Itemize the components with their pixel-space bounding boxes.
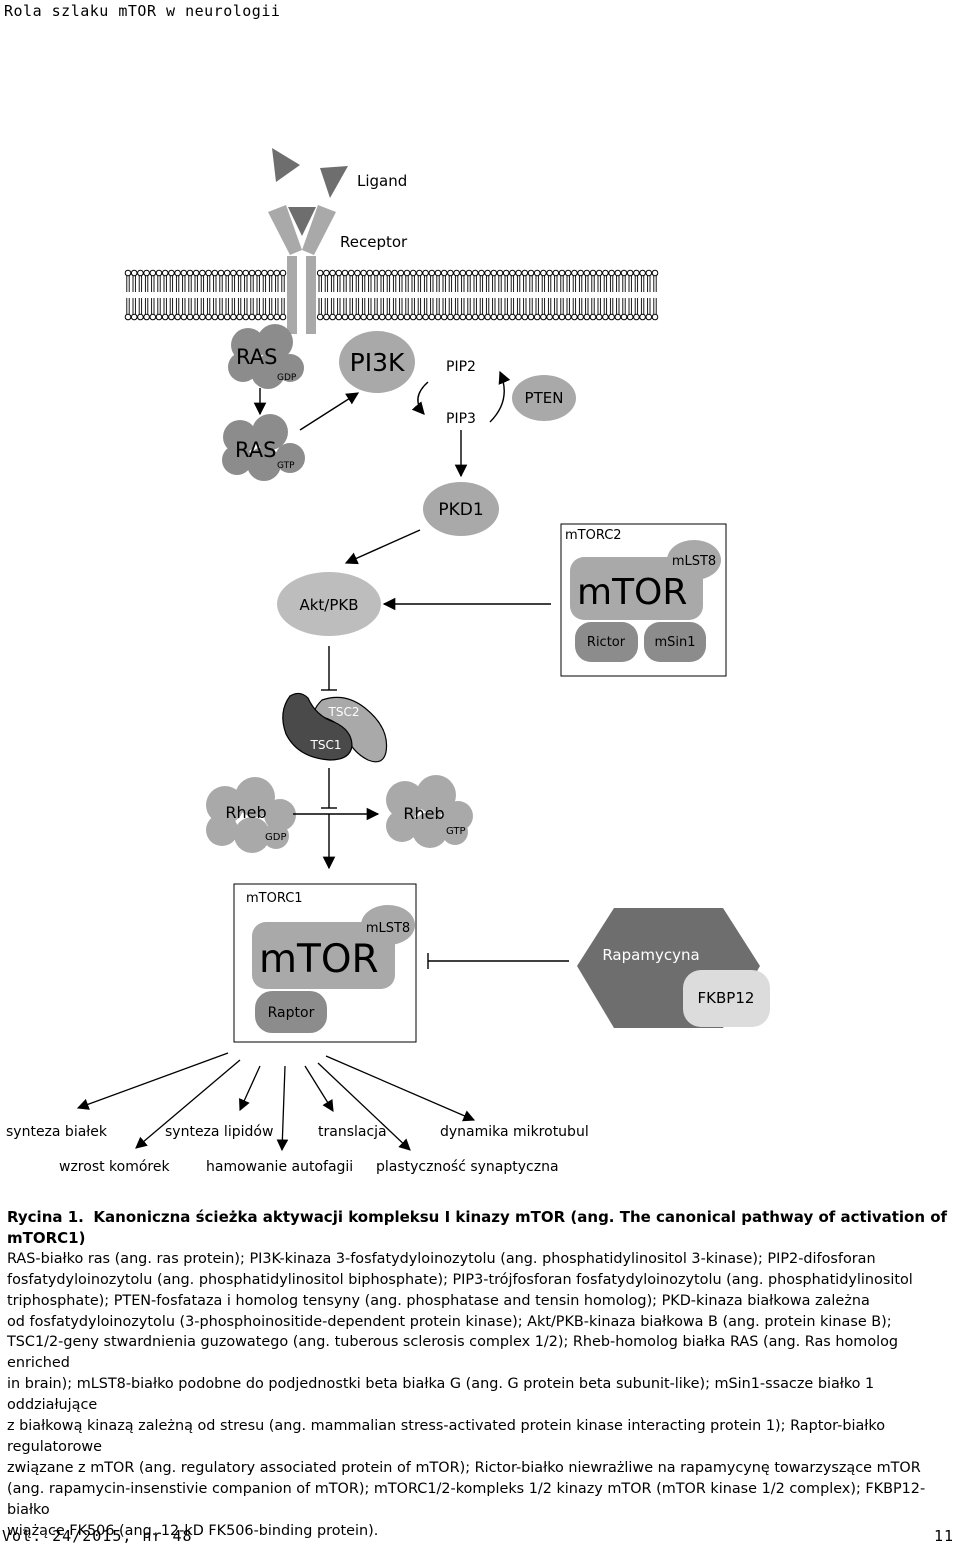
caption-line: z białkową kinazą zależną od stresu (ang…: [7, 1418, 886, 1455]
mtorc1-complex-box: [233, 883, 417, 1043]
gtp-label-rheb: GTP: [446, 826, 466, 837]
receptor-label: Receptor: [340, 233, 408, 251]
rheb-gdp-blob: [206, 777, 296, 853]
ras-label-top: RAS: [236, 345, 277, 369]
mtorc1-label: mTORC1: [246, 891, 303, 906]
arrow-to-wzrost-komorek: [135, 1059, 241, 1149]
caption-line: (ang. rapamycin-insenstivie companion of…: [7, 1480, 926, 1518]
pkd1-node: [423, 482, 499, 536]
pten-label: PTEN: [525, 389, 564, 407]
mtorc2-complex-box: [560, 523, 727, 677]
arrow-to-translacja: [304, 1065, 334, 1112]
pi3k-label: PI3K: [350, 348, 405, 377]
arrow-to-plastycznosc: [317, 1062, 411, 1151]
arrow-to-dynamika-mikrotubul: [325, 1055, 476, 1122]
caption-line: RAS-białko ras (ang. ras protein); PI3K-…: [7, 1250, 876, 1267]
caption-label: Rycina 1.: [7, 1208, 84, 1226]
caption-line: TSC1/2-geny stwardnienia guzowatego (ang…: [7, 1334, 899, 1372]
cell-membrane: [124, 269, 659, 321]
pip3-label: PIP3: [446, 411, 476, 427]
mtorc1-mtor-label: mTOR: [259, 937, 379, 982]
fkbp12-node: [683, 970, 770, 1027]
footer-page-number: 11: [933, 1527, 954, 1545]
tsc1-shape: [282, 692, 353, 761]
pip2-label: PIP2: [446, 359, 476, 375]
rapamycyna-label: Rapamycyna: [602, 946, 699, 964]
raptor-node: [255, 991, 327, 1033]
output-dynamika-mikrotubul: dynamika mikrotubul: [440, 1124, 589, 1140]
caption-line: związane z mTOR (ang. regulatory associa…: [7, 1459, 921, 1476]
mtorc2-mtor-block: [570, 557, 703, 620]
arrow-to-synteza-lipidow: [239, 1065, 261, 1112]
rictor-node: [575, 622, 638, 662]
ligand-label: Ligand: [357, 172, 407, 190]
arrow-ras-to-pi3k: [299, 392, 360, 431]
rictor-label: Rictor: [587, 635, 626, 650]
gdp-label-top: GDP: [277, 373, 297, 383]
mtorc1-mlst8-node: [361, 905, 415, 945]
tsc1-label: TSC1: [310, 738, 342, 752]
mtorc2-label: mTORC2: [565, 528, 622, 543]
msin1-node: [644, 622, 706, 662]
arrow-to-synteza-bialek: [76, 1052, 229, 1110]
mtorc2-mtor-label: mTOR: [577, 572, 687, 613]
arrow-pkd1-to-akt: [344, 529, 421, 565]
rheb-gtp-blob: [386, 775, 473, 848]
output-plastycznosc-synaptyczna: plastyczność synaptyczna: [376, 1159, 559, 1175]
rheb-label-right: Rheb: [403, 804, 444, 823]
raptor-label: Raptor: [268, 1005, 315, 1021]
pi3k-node: [339, 331, 415, 393]
output-hamowanie-autofagii: hamowanie autofagii: [206, 1159, 353, 1175]
arrow-pip2-to-pip3: [411, 381, 429, 415]
output-synteza-bialek: synteza białek: [6, 1124, 108, 1140]
caption-line: od fosfatydyloinozytolu (3-phosphoinosit…: [7, 1313, 892, 1330]
akt-node: [277, 572, 381, 636]
ras-gdp-blob: [228, 324, 304, 389]
footer-issue: Vol. 24/2015, nr 48: [2, 1527, 193, 1545]
ligand-triangle-2: [320, 166, 348, 198]
tsc2-label: TSC2: [328, 705, 360, 719]
output-synteza-lipidow: synteza lipidów: [165, 1124, 273, 1140]
caption-line: fosfatydyloinozytolu (ang. phosphatidyli…: [7, 1271, 913, 1288]
mtorc1-mtor-block: [252, 922, 395, 989]
msin1-label: mSin1: [654, 635, 695, 650]
akt-label: Akt/PKB: [299, 596, 358, 614]
caption-title: Kanoniczna ścieżka aktywacji kompleksu I…: [7, 1208, 948, 1247]
gdp-label-rheb: GDP: [265, 832, 286, 843]
output-wzrost-komorek: wzrost komórek: [59, 1159, 170, 1175]
ras-gtp-blob: [222, 414, 305, 481]
ras-label-bottom: RAS: [235, 438, 276, 462]
mtor-pathway-diagram: Ligand Receptor RAS GDP RAS GTP PI3K PIP…: [6, 148, 770, 1175]
output-translacja: translacja: [318, 1124, 387, 1140]
caption-line: in brain); mLST8-białko podobne do podje…: [7, 1376, 875, 1414]
pten-node: [512, 375, 576, 421]
mtorc2-mlst8-label: mLST8: [672, 554, 716, 569]
receptor: [268, 205, 336, 334]
rheb-label-left: Rheb: [225, 803, 266, 822]
arrow-to-hamowanie-autofagii: [276, 1065, 289, 1152]
mtorc1-mlst8-label: mLST8: [366, 921, 410, 936]
fkbp12-label: FKBP12: [698, 989, 755, 1007]
ligand-triangle-1: [272, 148, 300, 182]
pkd1-label: PKD1: [438, 500, 483, 520]
figure-caption: Rycina 1. Kanoniczna ścieżka aktywacji k…: [7, 1207, 957, 1542]
running-header: Rola szlaku mTOR w neurologii: [4, 2, 281, 20]
caption-line: wiążące FK506 (ang. 12-kD FK506-binding …: [7, 1522, 379, 1539]
mtorc2-mlst8-node: [667, 540, 721, 580]
caption-heading: Rycina 1. Kanoniczna ścieżka aktywacji k…: [7, 1207, 957, 1249]
arrow-pip3-to-pip2: [489, 370, 511, 423]
caption-line: triphosphate); PTEN-fosfataza i homolog …: [7, 1292, 870, 1309]
gtp-label-ras: GTP: [277, 461, 295, 471]
